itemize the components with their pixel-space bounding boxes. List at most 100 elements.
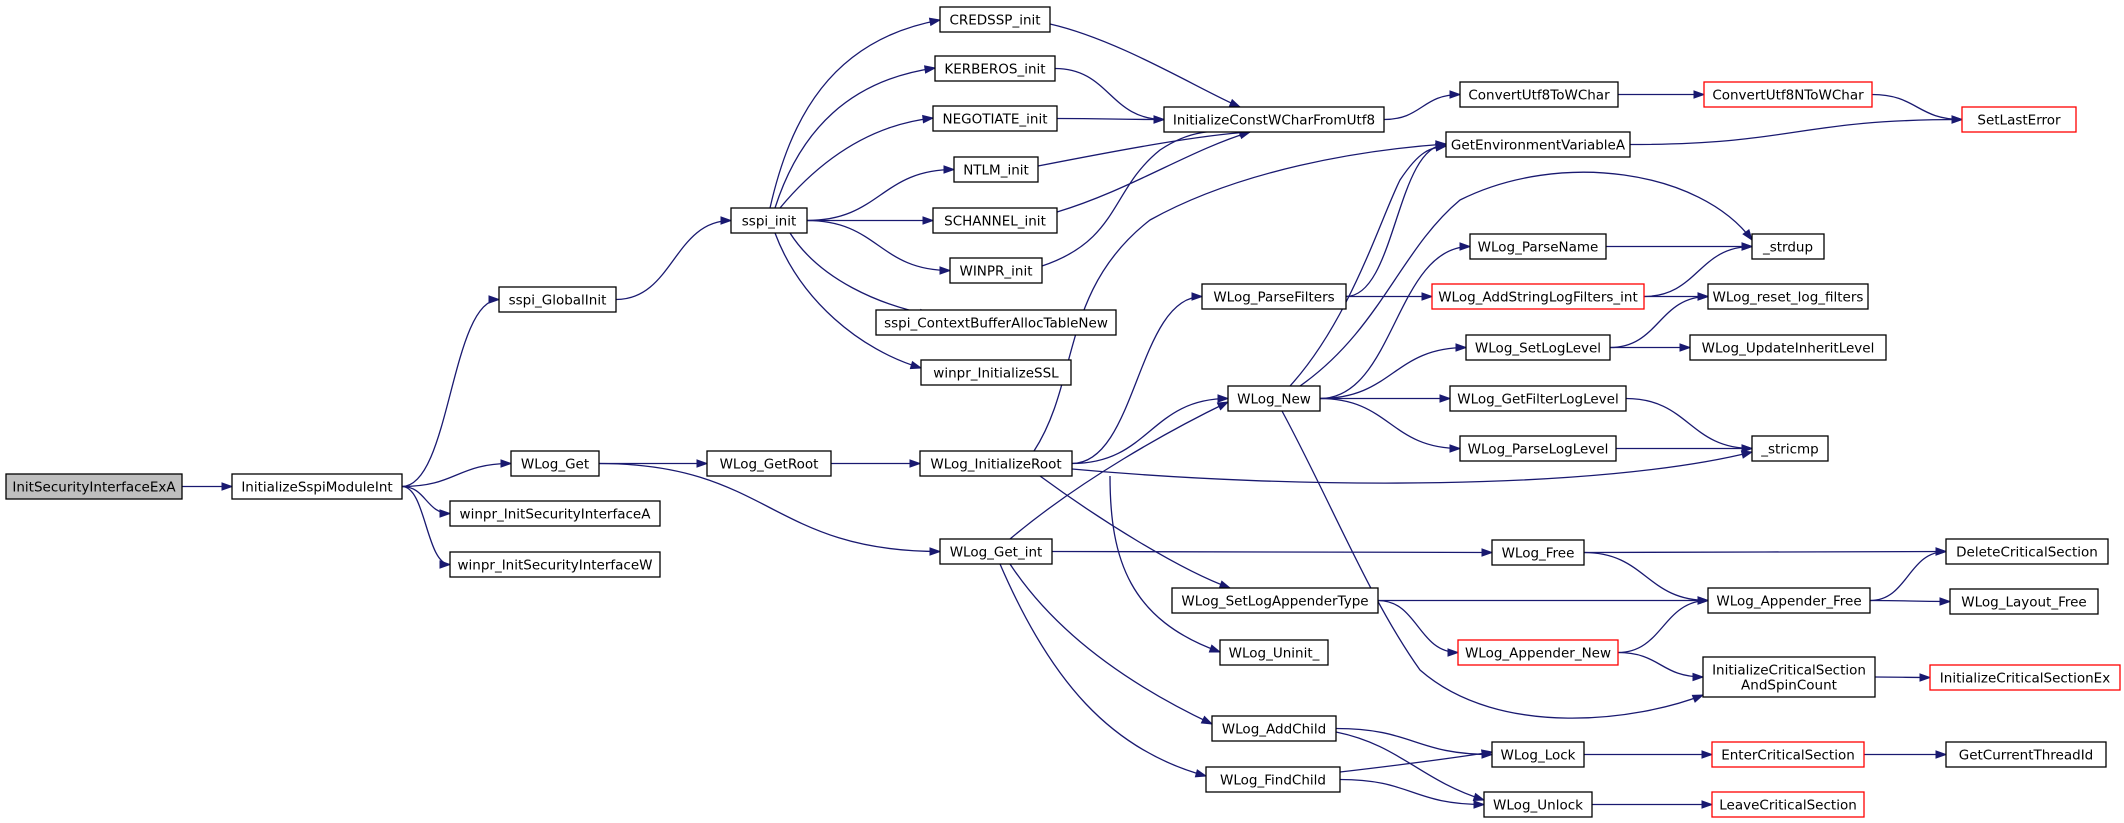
node-label: WLog_Lock (1501, 748, 1576, 764)
node-wlog-get[interactable]: WLog_Get (510, 450, 600, 477)
edge-initialize-critical-section-and-spin-count-to-initialize-critical-section-ex (1874, 673, 1932, 682)
node-wlog-set-log-level[interactable]: WLog_SetLogLevel (1465, 334, 1611, 361)
call-edges (182, 17, 1964, 809)
node-convert-utf8-to-wchar[interactable]: ConvertUtf8ToWChar (1459, 81, 1619, 108)
node-initialize-critical-section-ex[interactable]: InitializeCriticalSectionEx (1929, 664, 2121, 691)
edge-line (1281, 410, 1704, 719)
arrowhead (909, 459, 922, 468)
node-wlog-parse-name[interactable]: WLog_ParseName (1469, 233, 1607, 260)
edge-enter-critical-section-to-get-current-thread-id (1864, 750, 1948, 759)
node-label: WLog_InitializeRoot (930, 457, 1061, 473)
node-sspi-global-init[interactable]: sspi_GlobalInit (498, 286, 617, 313)
node-wlog-set-log-appender-type[interactable]: WLog_SetLogAppenderType (1171, 587, 1379, 614)
node-label: WLog_ParseName (1478, 240, 1599, 256)
node-box (1211, 715, 1337, 742)
node-wlog-layout-free[interactable]: WLog_Layout_Free (1949, 588, 2099, 615)
node-wlog-lock[interactable]: WLog_Lock (1491, 741, 1585, 768)
arrowhead (1194, 769, 1208, 778)
node-box (5, 473, 183, 500)
node-negotiate-init[interactable]: NEGOTIATE_init (932, 105, 1058, 132)
node-schannel-init[interactable]: SCHANNEL_init (932, 207, 1058, 234)
node-wlog-parse-filters[interactable]: WLog_ParseFilters (1201, 283, 1347, 310)
node-winpr-initialize-ssl[interactable]: winpr_InitializeSSL (920, 359, 1072, 386)
node-box (1449, 385, 1627, 412)
node-wlog-get-filter-log-level[interactable]: WLog_GetFilterLogLevel (1449, 385, 1627, 412)
node-label: WLog_SetLogLevel (1475, 341, 1601, 357)
node-wlog-add-child[interactable]: WLog_AddChild (1211, 715, 1337, 742)
edge-initialize-sspi-module-int-to-winpr-init-security-interface-w (401, 485, 452, 569)
node-box (1949, 588, 2099, 615)
edge-line (615, 219, 732, 301)
arrowhead (1449, 90, 1462, 99)
edge-negotiate-init-to-initialize-const-wchar-from-utf8 (1056, 115, 1166, 124)
node-label: InitializeSspiModuleInt (241, 480, 392, 496)
node-box (1459, 435, 1617, 462)
node-initialize-const-wchar-from-utf8[interactable]: InitializeConstWCharFromUtf8 (1163, 106, 1385, 133)
node-box (706, 450, 832, 477)
edge-wlog-find-child-to-wlog-unlock (1339, 778, 1486, 809)
node-wlog-new[interactable]: WLog_New (1227, 385, 1321, 412)
node-set-last-error[interactable]: SetLastError (1961, 106, 2077, 133)
node-delete-critical-section[interactable]: DeleteCriticalSection (1945, 538, 2109, 565)
edge-line (1039, 475, 1231, 589)
edge-wlog-initialize-root-to-wlog-uninit (1109, 475, 1222, 653)
node-enter-critical-section[interactable]: EnterCriticalSection (1711, 741, 1865, 768)
node-get-current-thread-id[interactable]: GetCurrentThreadId (1945, 741, 2107, 768)
node-wlog-appender-new[interactable]: WLog_Appender_New (1457, 639, 1619, 666)
node-label: WLog_ParseLogLevel (1468, 442, 1609, 458)
edge-sspi-init-to-negotiate-init (779, 114, 935, 209)
node-label: winpr_InitSecurityInterfaceA (460, 507, 652, 523)
node-winpr-init-security-interface-a[interactable]: winpr_InitSecurityInterfaceA (449, 500, 661, 527)
node-label: sspi_ContextBufferAllocTableNew (884, 316, 1108, 332)
node-box (449, 551, 661, 578)
node-leave-critical-section[interactable]: LeaveCriticalSection (1711, 791, 1865, 818)
node-wlog-get-int[interactable]: WLog_Get_int (939, 538, 1053, 565)
node-wlog-free[interactable]: WLog_Free (1491, 539, 1585, 566)
node-label: WINPR_init (959, 264, 1032, 280)
node-stricmp[interactable]: _stricmp (1751, 435, 1829, 462)
node-initialize-sspi-module-int[interactable]: InitializeSspiModuleInt (231, 473, 403, 500)
arrowhead (1472, 792, 1486, 801)
node-wlog-update-inherit-level[interactable]: WLog_UpdateInheritLevel (1689, 334, 1887, 361)
node-strdup[interactable]: _strdup (1751, 233, 1825, 260)
node-box (1445, 131, 1631, 158)
node-wlog-parse-log-level[interactable]: WLog_ParseLogLevel (1459, 435, 1617, 462)
node-wlog-find-child[interactable]: WLog_FindChild (1205, 766, 1341, 793)
node-wlog-unlock[interactable]: WLog_Unlock (1483, 791, 1593, 818)
node-winpr-init[interactable]: WINPR_init (949, 257, 1043, 284)
node-ntlm-init[interactable]: NTLM_init (953, 156, 1039, 183)
node-get-environment-variable-a[interactable]: GetEnvironmentVariableA (1445, 131, 1631, 158)
node-label: sspi_GlobalInit (509, 293, 607, 309)
node-winpr-init-security-interface-w[interactable]: winpr_InitSecurityInterfaceW (449, 551, 661, 578)
node-label: NTLM_init (963, 163, 1029, 179)
node-box (1201, 283, 1347, 310)
edge-schannel-init-to-initialize-const-wchar-from-utf8 (1056, 130, 1252, 213)
edge-wlog-new-to-initialize-critical-section-and-spin-count (1281, 410, 1705, 719)
node-wlog-appender-free[interactable]: WLog_Appender_Free (1707, 587, 1871, 614)
node-credssp-init[interactable]: CREDSSP_init (939, 6, 1051, 33)
node-wlog-get-root[interactable]: WLog_GetRoot (706, 450, 832, 477)
node-wlog-initialize-root[interactable]: WLog_InitializeRoot (919, 450, 1073, 477)
node-sspi-context-buffer-alloc-table-new[interactable]: sspi_ContextBufferAllocTableNew (875, 309, 1117, 336)
node-wlog-reset-log-filters[interactable]: WLog_reset_log_filters (1707, 283, 1869, 310)
node-box (1929, 664, 2121, 691)
node-wlog-add-string-log-filters-int[interactable]: WLog_AddStringLogFilters_int (1431, 283, 1645, 310)
node-label: AndSpinCount (1741, 678, 1837, 694)
node-box (1465, 334, 1611, 361)
node-box (1431, 283, 1645, 310)
edge-line (1056, 131, 1251, 213)
edge-convert-utf8-nto-wchar-to-set-last-error (1871, 93, 1964, 124)
node-kerberos-init[interactable]: KERBEROS_init (934, 55, 1056, 82)
node-wlog-uninit[interactable]: WLog_Uninit_ (1219, 639, 1329, 666)
arrowhead (1935, 547, 1948, 556)
edge-line (1009, 401, 1229, 540)
edge-wlog-set-log-level-to-wlog-reset-log-filters (1609, 292, 1710, 349)
node-box (932, 207, 1058, 234)
edge-line (1869, 599, 1951, 603)
edge-wlog-add-child-to-wlog-unlock (1335, 731, 1486, 801)
node-init-security-interface-ex-a[interactable]: InitSecurityInterfaceExA (5, 473, 183, 500)
node-convert-utf8-nto-wchar[interactable]: ConvertUtf8NToWChar (1703, 81, 1873, 108)
edge-wlog-set-log-appender-type-to-wlog-appender-new (1377, 599, 1460, 657)
node-sspi-init[interactable]: sspi_init (730, 207, 808, 234)
